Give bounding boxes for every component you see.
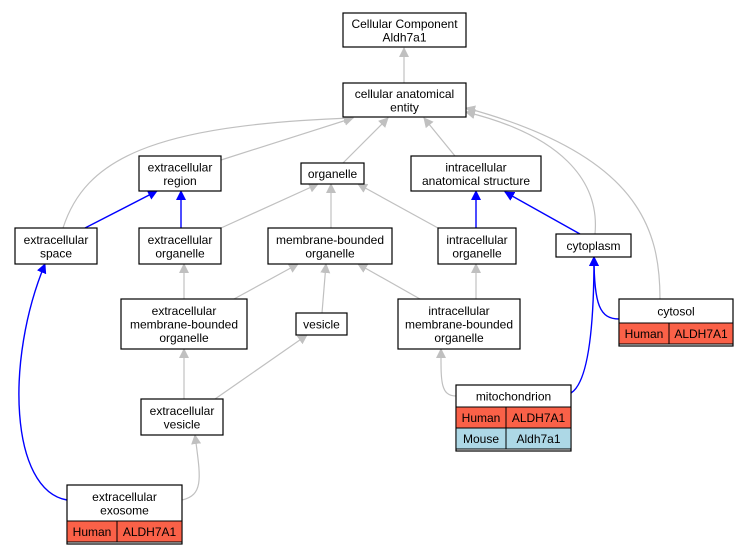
term-label-line: organelle: [308, 167, 358, 181]
term-label-line: membrane-bounded: [405, 318, 513, 332]
term-box: [397, 298, 521, 350]
term-label-line: organelle: [452, 246, 502, 260]
term-box: [555, 233, 632, 258]
term-label-line: extracellular: [150, 404, 215, 418]
edge-is-a-extracellular-space-to-cellular-anatomical-entity: [62, 113, 354, 229]
term-label-line: organelle: [434, 331, 484, 345]
gene-label: ALDH7A1: [512, 411, 566, 425]
term-box: [14, 227, 98, 265]
term-box: [300, 162, 365, 185]
term-box: [437, 227, 517, 265]
term-box: [342, 82, 467, 118]
edge-is-a-cytosol-to-cellular-anatomical-entity: [465, 105, 661, 300]
edge-is-a-organelle-to-cellular-anatomical-entity: [342, 117, 389, 164]
term-box: [342, 12, 467, 48]
gene-label: Aldh7a1: [516, 432, 560, 446]
species-label: Human: [73, 525, 112, 539]
term-label-line: exosome: [100, 503, 149, 517]
term-label-line: cytoplasm: [566, 239, 620, 253]
term-node-vesicle[interactable]: vesicle: [295, 312, 348, 336]
term-label-line: cytosol: [657, 305, 694, 319]
edge-part-of-mitochondrion-to-cytoplasm: [570, 256, 599, 394]
gene-cell: [505, 427, 572, 450]
term-label-line: intracellular: [445, 160, 506, 174]
term-label-line: extracellular: [148, 160, 213, 174]
edge-part-of-extracellular-space-to-extracellular-region: [84, 190, 158, 229]
edge-is-a-extracellular-exosome-to-extracellular-vesicle: [181, 434, 202, 501]
edge-is-a-extracellular-membrane-bounded-organelle-to-membrane-bounded-organelle: [233, 263, 299, 300]
edge-is-a-vesicle-to-membrane-bounded-organelle: [320, 263, 331, 314]
term-label-line: cellular anatomical: [355, 87, 454, 101]
term-label-line: intracellular: [446, 233, 507, 247]
term-label-line: anatomical structure: [422, 174, 530, 188]
term-label-line: organelle: [305, 246, 355, 260]
edge-is-a-intracellular-organelle-to-organelle: [357, 183, 439, 229]
gene-cell: [668, 322, 734, 345]
term-label-line: region: [163, 174, 196, 188]
edge-part-of-cytoplasm-to-intracellular-anatomical-structure: [504, 191, 581, 235]
term-label-line: extracellular: [24, 233, 89, 247]
term-box: [138, 227, 222, 265]
term-label-line: Cellular Component: [351, 17, 458, 31]
species-label: Mouse: [463, 432, 499, 446]
term-label-line: organelle: [155, 246, 205, 260]
edge-is-a-extracellular-organelle-to-organelle: [220, 183, 319, 229]
edge-is-a-mitochondrion-to-intracellular-membrane-bounded-organelle: [435, 348, 457, 397]
term-box: [410, 155, 542, 192]
term-label-line: entity: [390, 100, 419, 114]
term-label-line: space: [40, 246, 72, 260]
term-box: [295, 312, 348, 336]
gene-label: ALDH7A1: [674, 327, 728, 341]
edge-is-a-cytoplasm-to-cellular-anatomical-entity: [465, 109, 596, 235]
species-label: Human: [625, 327, 664, 341]
term-box: [140, 398, 224, 436]
term-label-line: mitochondrion: [476, 390, 551, 404]
species-label: Human: [462, 411, 501, 425]
edge-is-a-intracellular-anatomical-structure-to-cellular-anatomical-entity: [423, 117, 456, 157]
term-label-line: intracellular: [428, 304, 489, 318]
edge-is-a-extracellular-vesicle-to-vesicle: [214, 334, 308, 400]
term-label-line: membrane-bounded: [276, 233, 384, 247]
edge-is-a-extracellular-region-to-cellular-anatomical-entity: [220, 115, 354, 161]
edge-part-of-extracellular-exosome-to-extracellular-space: [18, 263, 68, 501]
term-node-cytoplasm[interactable]: cytoplasm: [555, 233, 632, 258]
term-label-line: extracellular: [148, 233, 213, 247]
term-label-line: membrane-bounded: [130, 318, 238, 332]
term-box: [120, 298, 248, 350]
term-label-line: organelle: [159, 331, 209, 345]
gene-label: ALDH7A1: [123, 525, 177, 539]
term-box: [267, 227, 393, 265]
edge-part-of-cytosol-to-cytoplasm: [589, 256, 620, 320]
term-node-organelle[interactable]: organelle: [300, 162, 365, 185]
term-label-line: extracellular: [92, 490, 157, 504]
edges-layer: [18, 47, 661, 501]
term-label-line: vesicle: [164, 417, 201, 431]
term-label-line: extracellular: [152, 304, 217, 318]
term-box: [138, 155, 222, 192]
edge-is-a-intracellular-membrane-bounded-organelle-to-membrane-bounded-organelle: [357, 263, 421, 300]
term-label-line: Aldh7a1: [382, 30, 426, 44]
term-label-line: vesicle: [303, 318, 340, 332]
gene-cell: [116, 520, 183, 543]
